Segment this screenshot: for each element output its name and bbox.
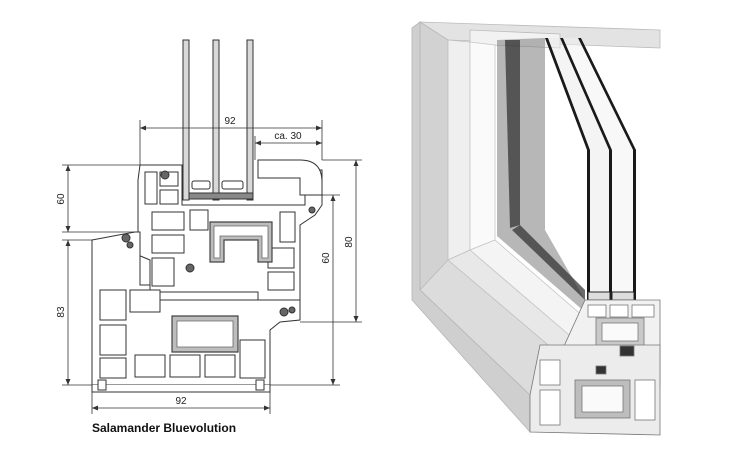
dim-left-sash: 60	[56, 193, 67, 205]
render-profile-section	[529, 299, 661, 436]
gaskets	[121, 170, 316, 317]
frame-reinforcement	[171, 315, 239, 353]
glass-spacers	[188, 180, 254, 200]
dimension-labels: 92 ca. 30 60 83 80 60 92	[56, 116, 355, 407]
dim-left-total: 83	[56, 306, 67, 318]
dim-top-width: 92	[224, 116, 236, 127]
dim-glass-offset: ca. 30	[274, 131, 302, 142]
cross-section-drawing	[62, 39, 362, 414]
dim-right-total: 80	[344, 236, 355, 248]
glass-panes	[182, 39, 254, 201]
dimension-lines	[62, 120, 362, 414]
window-corner-render	[411, 21, 661, 436]
dim-right-frame: 60	[321, 252, 332, 264]
dim-bottom-width: 92	[175, 396, 187, 407]
sash-reinforcement	[209, 221, 273, 263]
figure-caption: Salamander Bluevolution	[92, 421, 237, 435]
frame-profile	[91, 231, 301, 393]
render-glass	[497, 38, 636, 312]
